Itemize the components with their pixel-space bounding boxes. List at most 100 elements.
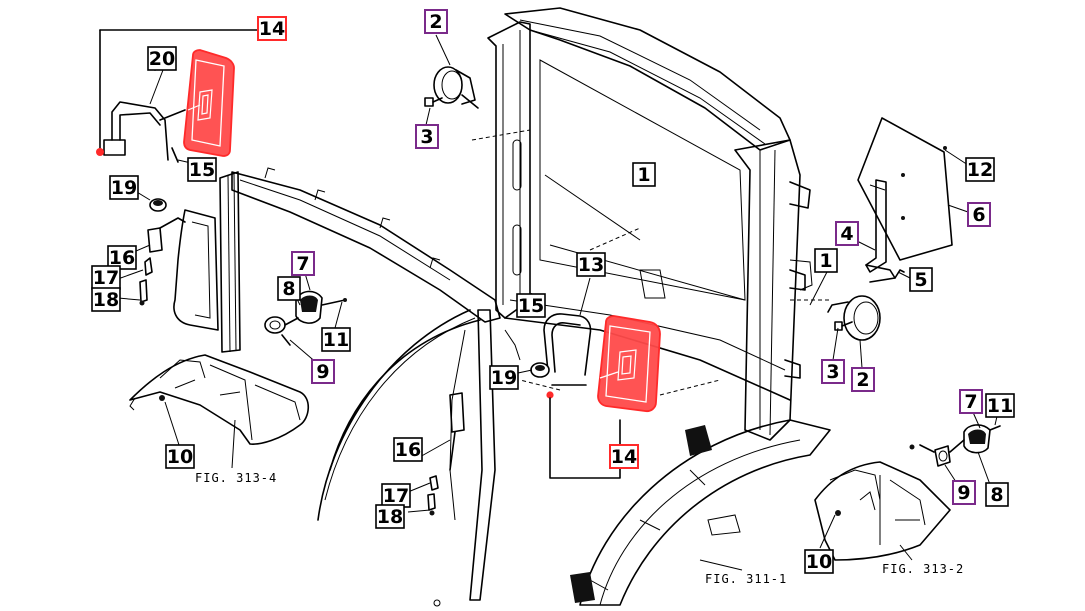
callout-box (489, 365, 519, 390)
rear-view-mirror-icon (597, 315, 661, 413)
callout-number: 8 (990, 484, 1003, 506)
callout-c20: 20 (147, 46, 177, 71)
leader-lines (471, 129, 830, 396)
callout-c5: 5 (909, 267, 933, 292)
callout-c15-left: 15 (187, 157, 217, 182)
center-hardware (427, 295, 541, 516)
callout-box (311, 359, 335, 384)
work-lamp-icon (424, 66, 479, 109)
callout-number: 3 (826, 361, 839, 383)
callout-box (959, 389, 983, 414)
callout-box (814, 248, 838, 273)
callout-box (821, 359, 845, 384)
callout-number: 15 (189, 159, 215, 181)
callout-number: 8 (282, 278, 295, 300)
callout-box (291, 251, 315, 276)
right-work-lamp (827, 117, 953, 341)
callout-box (375, 504, 405, 529)
callout-number: 9 (316, 361, 329, 383)
callout-number: 19 (111, 177, 137, 199)
callout-box (967, 202, 991, 227)
callout-c9-right: 9 (952, 480, 976, 505)
fig-313-2-label: FIG. 313-2 (882, 562, 964, 576)
callout-number: 20 (149, 48, 175, 70)
mirror-left (96, 29, 259, 163)
callout-number: 7 (964, 391, 977, 413)
callout-box (516, 293, 546, 318)
callout-box (165, 444, 195, 469)
callout-box (835, 221, 859, 246)
callout-c7-left: 7 (291, 251, 315, 276)
callout-c14-bottom: 14 (609, 444, 639, 469)
callout-box (909, 267, 933, 292)
callout-number: 2 (429, 11, 442, 33)
callout-number: 5 (914, 269, 927, 291)
cab-frame (219, 7, 831, 607)
callout-c10-left: 10 (165, 444, 195, 469)
callout-number: 17 (93, 267, 119, 289)
callout-number: 12 (967, 159, 993, 181)
callout-number: 18 (93, 289, 119, 311)
callout-box (424, 9, 448, 34)
callout-number: 7 (296, 253, 309, 275)
callout-box (952, 480, 976, 505)
callout-number: 10 (806, 551, 832, 573)
mount-point-red-left (96, 148, 104, 156)
callout-c17-center: 17 (381, 483, 411, 508)
callout-box (257, 16, 287, 41)
mirror-center (530, 313, 661, 479)
callout-c19-center: 19 (489, 365, 519, 390)
callout-box (576, 252, 606, 277)
callout-c11-right: 11 (985, 393, 1015, 418)
callout-c7-right: 7 (959, 389, 983, 414)
callout-number: 4 (840, 223, 853, 245)
callout-box (277, 276, 301, 301)
callout-number: 19 (491, 367, 517, 389)
callout-c1-right: 1 (814, 248, 838, 273)
callout-number: 16 (395, 439, 421, 461)
callout-number: 6 (972, 204, 985, 226)
callout-box (632, 162, 656, 187)
callout-c4: 4 (835, 221, 859, 246)
callout-c18-center: 18 (375, 504, 405, 529)
callout-number: 17 (383, 485, 409, 507)
callout-number: 15 (518, 295, 544, 317)
callout-box (985, 482, 1009, 507)
callout-box (147, 46, 177, 71)
callout-leaders (114, 34, 999, 571)
callout-box (109, 175, 139, 200)
callout-c6: 6 (967, 202, 991, 227)
callout-number: 14 (611, 446, 637, 468)
callout-number: 14 (259, 18, 285, 40)
callout-number: 2 (856, 369, 869, 391)
callout-number: 16 (109, 247, 135, 269)
left-hardware (139, 198, 219, 331)
callout-box (321, 327, 351, 352)
callout-box (107, 245, 137, 270)
callout-c8-left: 8 (277, 276, 301, 301)
callout-c17-left: 17 (91, 265, 121, 290)
callout-c19-left: 19 (109, 175, 139, 200)
fender-icon-right (814, 461, 951, 561)
callout-c8-right: 8 (985, 482, 1009, 507)
callout-number: 9 (957, 482, 970, 504)
callout-number: 13 (578, 254, 604, 276)
callout-c13: 13 (576, 252, 606, 277)
fig-311-1-label: FIG. 311-1 (705, 572, 787, 586)
callout-c14-top: 14 (257, 16, 287, 41)
callout-box (91, 287, 121, 312)
callout-c3-top: 3 (415, 124, 439, 149)
callout-number: 10 (167, 446, 193, 468)
callout-c15-center: 15 (516, 293, 546, 318)
callout-number: 1 (819, 250, 832, 272)
callout-number: 18 (377, 506, 403, 528)
right-turn-signal (909, 424, 1001, 467)
callout-number: 1 (637, 164, 650, 186)
callout-boxes: 1420151916171878119102311315191617181412… (91, 9, 1015, 574)
rear-view-mirror-icon (183, 49, 235, 157)
callout-box (393, 437, 423, 462)
mount-point-red-center (546, 391, 554, 399)
callout-c18-left: 18 (91, 287, 121, 312)
callout-c2-right: 2 (851, 367, 875, 392)
